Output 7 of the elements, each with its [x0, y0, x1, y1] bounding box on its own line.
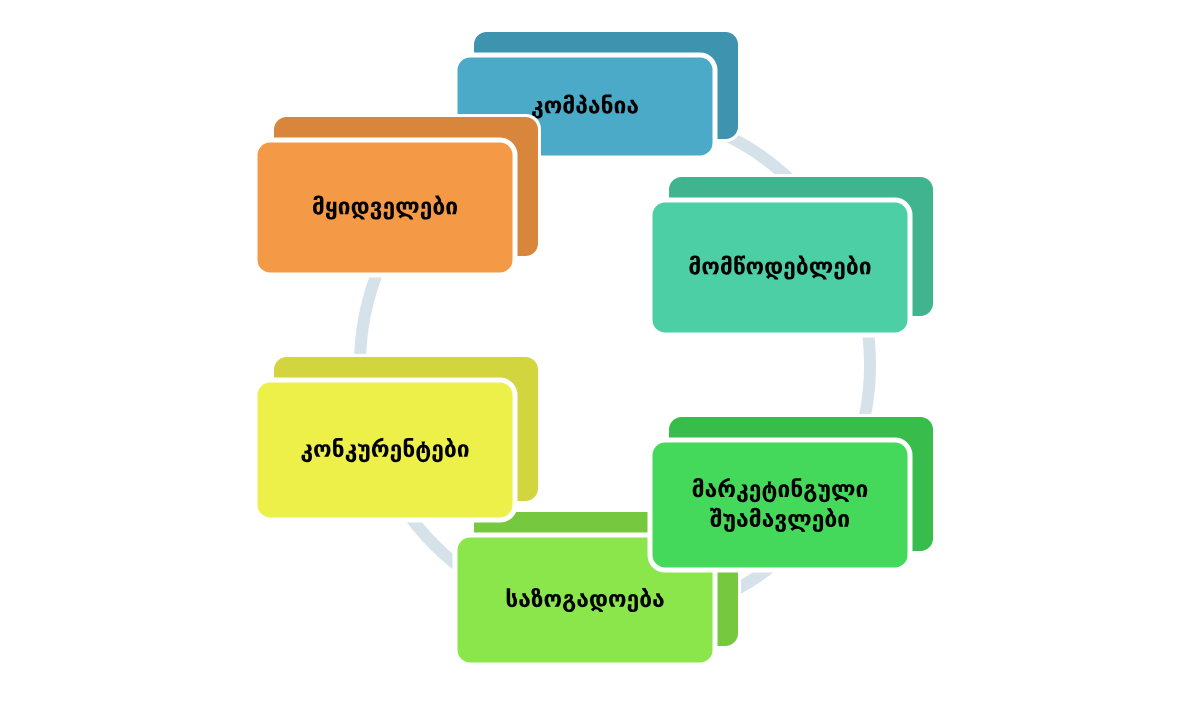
- process-box: მარკეტინგული შუამავლები: [647, 414, 936, 573]
- process-box: კომპანია: [452, 29, 741, 161]
- process-box: მომწოდებლები: [647, 174, 936, 338]
- node-label: მომწოდებლები: [689, 255, 871, 280]
- node-label: მყიდველები: [312, 195, 458, 220]
- node-label: საზოგადოება: [506, 587, 664, 613]
- node-label: კონკურენტები: [301, 437, 469, 463]
